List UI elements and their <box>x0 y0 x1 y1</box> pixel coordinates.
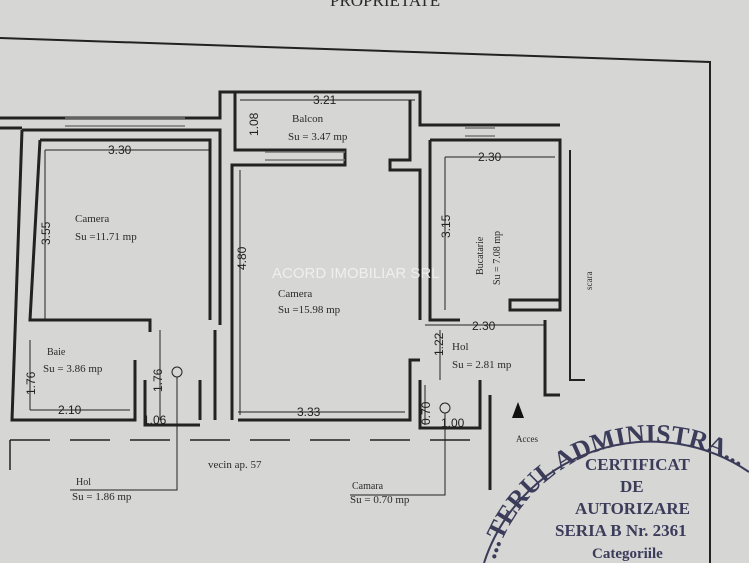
access-label: Acces <box>516 434 538 444</box>
room-name: Camara <box>352 481 384 492</box>
stair-label: scara <box>584 272 594 290</box>
dimension: 1.76 <box>24 371 38 395</box>
dimension-lines <box>29 99 555 496</box>
svg-text:...TERUL ADMINISTRA...: ...TERUL ADMINISTRA... <box>473 419 749 562</box>
stamp-ring-text: ...TERUL ADMINISTRA... <box>473 419 749 562</box>
stamp-line: AUTORIZARE <box>575 499 690 518</box>
dimension-labels: 3.30 3.55 3.21 1.08 4.80 2.30 3.15 2.30 … <box>24 93 502 430</box>
plan-title: PROPRIETATE <box>330 0 440 10</box>
dimension: 1.00 <box>441 416 465 430</box>
dimension: 0.70 <box>419 401 433 425</box>
watermark: ACORD IMOBILIAR SRL <box>272 265 440 282</box>
stamp-line: Categoriile <box>592 546 663 562</box>
stamp-line: CERTIFICAT <box>585 455 691 474</box>
certification-stamp: ...TERUL ADMINISTRA... CERTIFICAT DE AUT… <box>473 419 749 563</box>
room-area: Su = 0.70 mp <box>350 494 410 506</box>
dimension: 1.76 <box>151 368 165 392</box>
room-name: Hol <box>76 477 91 488</box>
room-area: Su = 1.86 mp <box>72 491 132 503</box>
room-labels: Camera Su =11.71 mp Balcon Su = 3.47 mp … <box>43 113 594 506</box>
dimension: 3.55 <box>39 221 53 245</box>
dimension: 2.10 <box>58 403 82 417</box>
dimension: 1.06 <box>143 413 167 427</box>
stamp-line: SERIA B Nr. 2361 <box>555 521 687 540</box>
dimension: 1.08 <box>247 112 261 136</box>
dimension: 1.22 <box>432 332 446 356</box>
neighbor-label: vecin ap. 57 <box>208 459 262 471</box>
dimension: 3.21 <box>313 93 337 107</box>
dimension: 2.30 <box>478 150 502 164</box>
dimension: 3.30 <box>108 143 132 157</box>
room-area: Su = 3.47 mp <box>288 131 348 143</box>
dimension: 4.80 <box>235 246 249 270</box>
room-name: Hol <box>452 341 469 353</box>
room-name: Camera <box>278 288 312 300</box>
dimension: 3.15 <box>439 214 453 238</box>
windows <box>65 117 495 161</box>
room-name: Baie <box>47 347 66 358</box>
room-area: Su =11.71 mp <box>75 231 137 243</box>
room-area: Su = 3.86 mp <box>43 363 103 375</box>
room-area: Su = 7.08 mp <box>492 231 503 285</box>
room-name: Bucatarie <box>475 236 486 275</box>
room-name: Balcon <box>292 113 324 125</box>
room-area: Su = 2.81 mp <box>452 359 512 371</box>
dimension: 3.33 <box>297 405 321 419</box>
access-arrow-icon <box>512 402 524 418</box>
stamp-line: DE <box>620 477 644 496</box>
room-name: Camera <box>75 213 109 225</box>
room-area: Su =15.98 mp <box>278 304 341 316</box>
dimension: 2.30 <box>472 319 496 333</box>
